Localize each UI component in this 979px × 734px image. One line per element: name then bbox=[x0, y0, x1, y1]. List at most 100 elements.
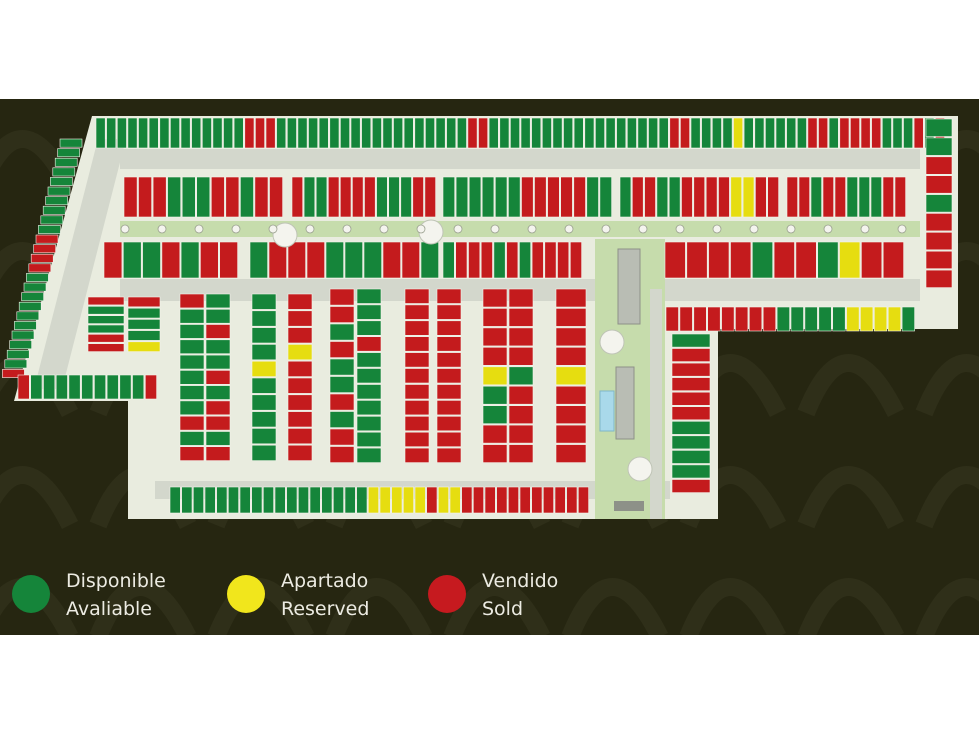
lot-available bbox=[205, 354, 231, 370]
lot-sold bbox=[2, 369, 25, 378]
lot-sold bbox=[404, 447, 430, 463]
lot-available bbox=[925, 137, 953, 156]
lot-sold bbox=[329, 428, 355, 446]
lot-reserved bbox=[555, 366, 587, 386]
lot-sold bbox=[436, 336, 462, 352]
lot-available bbox=[690, 117, 701, 149]
pool-icon bbox=[599, 390, 615, 432]
lot-available bbox=[87, 306, 125, 315]
lot-sold bbox=[17, 374, 30, 400]
lot-sold bbox=[871, 117, 882, 149]
lot-sold bbox=[436, 304, 462, 320]
lot-available bbox=[810, 176, 822, 218]
lot-sold bbox=[404, 368, 430, 384]
lot-sold bbox=[436, 447, 462, 463]
clubhouse-building bbox=[617, 248, 641, 325]
lot-sold bbox=[508, 347, 534, 366]
lot-available bbox=[393, 117, 403, 149]
lot-sold bbox=[401, 241, 420, 279]
lot-sold bbox=[404, 320, 430, 336]
lot-sold bbox=[467, 117, 478, 149]
lot-sold bbox=[472, 486, 484, 514]
tree-icon bbox=[749, 224, 759, 234]
lot-available bbox=[671, 464, 711, 479]
lot-sold bbox=[718, 176, 730, 218]
lot-available bbox=[205, 293, 231, 309]
lot-sold bbox=[138, 176, 152, 218]
lot-sold bbox=[404, 336, 430, 352]
lot-sold bbox=[455, 241, 468, 279]
lot-sold bbox=[254, 176, 269, 218]
lot-sold bbox=[484, 486, 496, 514]
lot-sold bbox=[721, 306, 735, 332]
lot-sold bbox=[554, 486, 566, 514]
lot-available bbox=[179, 309, 205, 324]
lot-available bbox=[420, 241, 439, 279]
lot-reserved bbox=[437, 486, 449, 514]
lot-sold bbox=[30, 253, 54, 263]
lot-sold bbox=[329, 288, 355, 306]
lot-available bbox=[493, 241, 506, 279]
lot-sold bbox=[566, 486, 578, 514]
lot-sold bbox=[547, 176, 560, 218]
lot-sold bbox=[665, 306, 679, 332]
lot-sold bbox=[730, 241, 752, 279]
lot-available bbox=[356, 431, 382, 448]
lot-available bbox=[563, 117, 573, 149]
lot-available bbox=[297, 486, 309, 514]
lot-sold bbox=[287, 394, 313, 411]
lot-sold bbox=[773, 241, 795, 279]
lot-available bbox=[123, 241, 142, 279]
lot-sold bbox=[404, 384, 430, 400]
lot-available bbox=[249, 241, 268, 279]
lot-sold bbox=[555, 327, 587, 347]
lot-sold bbox=[436, 288, 462, 304]
lot-available bbox=[388, 176, 400, 218]
lot-sold bbox=[798, 176, 810, 218]
lot-available bbox=[356, 304, 382, 320]
lot-available bbox=[204, 486, 216, 514]
legend-sold-label-es: Vendido bbox=[482, 570, 559, 592]
lot-available bbox=[18, 301, 42, 311]
lot-sold bbox=[705, 176, 718, 218]
lot-sold bbox=[496, 486, 508, 514]
pattern-arch bbox=[325, 578, 433, 635]
lot-available bbox=[765, 117, 775, 149]
lot-reserved bbox=[860, 306, 874, 332]
lot-available bbox=[382, 117, 393, 149]
lot-available bbox=[21, 292, 44, 302]
lot-sold bbox=[693, 176, 705, 218]
lot-sold bbox=[200, 241, 219, 279]
lot-available bbox=[106, 374, 119, 400]
pattern-arch bbox=[915, 578, 979, 635]
lot-sold bbox=[913, 117, 924, 149]
site-plan-map[interactable] bbox=[0, 99, 979, 635]
lot-sold bbox=[161, 241, 181, 279]
lot-sold bbox=[269, 176, 283, 218]
lot-reserved bbox=[391, 486, 403, 514]
pattern-arch bbox=[797, 466, 905, 530]
lot-sold bbox=[894, 176, 906, 218]
lot-available bbox=[42, 205, 66, 215]
lot-sold bbox=[560, 176, 573, 218]
available-dot-icon bbox=[12, 575, 50, 613]
lot-available bbox=[9, 340, 32, 350]
lot-available bbox=[786, 117, 797, 149]
lot-available bbox=[205, 431, 231, 446]
lot-sold bbox=[287, 444, 313, 461]
lot-available bbox=[251, 444, 277, 461]
lot-sold bbox=[287, 310, 313, 327]
roundabout-icon bbox=[599, 329, 625, 355]
lot-available bbox=[179, 385, 205, 400]
amenity-building bbox=[615, 366, 635, 440]
lot-available bbox=[520, 117, 531, 149]
lot-sold bbox=[557, 241, 570, 279]
lot-available bbox=[892, 117, 903, 149]
lot-reserved bbox=[730, 176, 742, 218]
lot-available bbox=[619, 176, 632, 218]
lot-available bbox=[552, 117, 563, 149]
lot-sold bbox=[508, 288, 534, 308]
lot-sold bbox=[508, 327, 534, 347]
tree-icon bbox=[823, 224, 833, 234]
lot-reserved bbox=[379, 486, 391, 514]
